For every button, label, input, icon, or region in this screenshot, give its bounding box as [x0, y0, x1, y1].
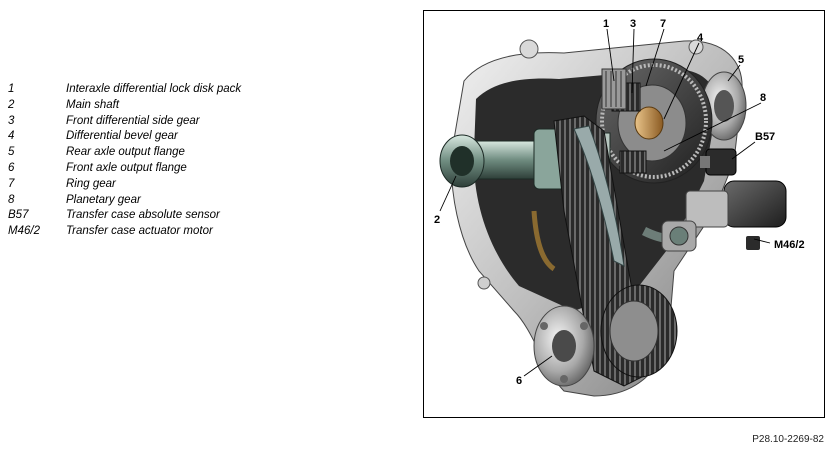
absolute-sensor — [700, 148, 737, 176]
callout-6: 6 — [516, 375, 522, 387]
legend-item: B57 Transfer case absolute sensor — [8, 208, 308, 224]
legend-key: B57 — [8, 209, 29, 222]
legend-key: 3 — [8, 114, 15, 127]
legend-item: 7 Ring gear — [8, 177, 308, 193]
legend-list: 1 Interaxle differential lock disk pack … — [8, 82, 308, 240]
legend-text: Front axle output flange — [66, 161, 187, 174]
legend-text: Rear axle output flange — [66, 146, 185, 159]
actuator-motor — [661, 180, 787, 252]
leader-lines — [439, 28, 771, 377]
callout-7: 7 — [660, 18, 666, 30]
callout-b57: B57 — [755, 131, 775, 143]
legend-key: 1 — [8, 83, 15, 95]
legend-item: 1 Interaxle differential lock disk pack — [8, 82, 308, 98]
legend-text: Main shaft — [66, 98, 120, 111]
legend-key: 4 — [8, 130, 15, 143]
legend-text: Planetary gear — [66, 193, 141, 206]
callout-5: 5 — [738, 54, 744, 66]
legend-text: Ring gear — [66, 177, 116, 190]
legend-item: 6 Front axle output flange — [8, 161, 308, 177]
legend-key: 6 — [8, 161, 15, 174]
lower-sprocket — [600, 284, 678, 378]
legend-text: Front differential side gear — [66, 114, 200, 127]
callout-1: 1 — [603, 18, 609, 30]
legend-text: Transfer case absolute sensor — [66, 209, 220, 222]
legend-item: 3 Front differential side gear — [8, 114, 308, 130]
legend-key: 2 — [8, 98, 15, 111]
legend-text: Interaxle differential lock disk pack — [66, 83, 242, 95]
legend-key: 7 — [8, 177, 15, 190]
legend-text: Differential bevel gear — [66, 130, 178, 143]
legend-item: 4 Differential bevel gear — [8, 129, 308, 145]
callout-3: 3 — [630, 18, 636, 30]
callout-m46-2: M46/2 — [774, 239, 805, 251]
callout-8: 8 — [760, 92, 766, 104]
transfer-case-illustration: 1 3 7 4 5 8 B57 2 M46/2 6 — [434, 18, 805, 397]
legend-key: 5 — [8, 146, 15, 159]
legend-item: 2 Main shaft — [8, 98, 308, 114]
legend-item: M46/2 Transfer case actuator motor — [8, 224, 308, 240]
legend-item: 8 Planetary gear — [8, 193, 308, 209]
figure-reference-number: P28.10-2269-82 — [752, 434, 824, 445]
legend-key: 8 — [8, 193, 15, 206]
callout-4: 4 — [697, 32, 704, 44]
figure-frame: 1 3 7 4 5 8 B57 2 M46/2 6 — [423, 10, 825, 418]
lock-disk-pack — [601, 68, 627, 110]
legend-key: M46/2 — [8, 225, 40, 238]
rear-axle-output-flange — [701, 71, 747, 141]
callout-2: 2 — [434, 214, 440, 226]
front-axle-output-flange — [533, 305, 595, 387]
legend-text: Transfer case actuator motor — [66, 225, 213, 238]
legend-item: 5 Rear axle output flange — [8, 145, 308, 161]
